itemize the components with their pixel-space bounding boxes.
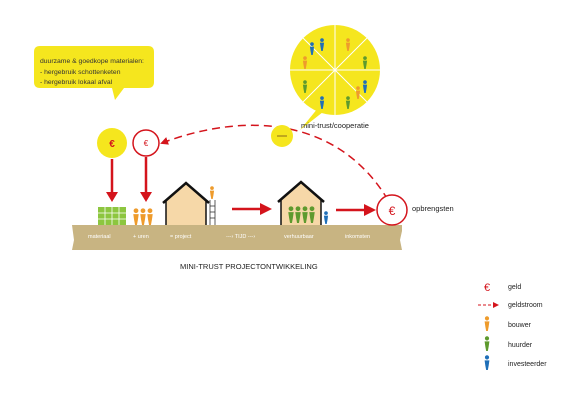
cooperatie-speech-bubble — [290, 25, 380, 130]
legend: € geld geldstroom bouwer huurder investe… — [478, 282, 547, 370]
cooperatie-label: mini-trust/cooperatie — [301, 121, 369, 130]
bouwer-icon — [133, 208, 139, 225]
label-materiaal: materiaal — [88, 234, 111, 240]
legend-item-bouwer: bouwer — [484, 316, 532, 331]
huurder-icon — [295, 206, 301, 223]
cooperatie-member-icon — [345, 38, 351, 51]
cooperatie-member-icon — [302, 80, 308, 93]
bubble-line-1: duurzame & goedkope materialen: — [40, 58, 144, 65]
huurder-icon — [484, 336, 490, 351]
investeerders-group — [323, 211, 329, 224]
legend-label-geld: geld — [508, 284, 521, 291]
cooperatie-member-icon — [355, 86, 361, 99]
legend-label-bouwer: bouwer — [508, 322, 532, 329]
solar-panels-icon — [98, 207, 126, 225]
legend-label-huurder: huurder — [508, 342, 533, 349]
label-inkomsten: inkomsten — [345, 234, 370, 240]
cooperatie-member-icon — [302, 56, 308, 69]
cooperatie-member-icon — [319, 38, 325, 51]
legend-item-huurder: huurder — [484, 336, 533, 351]
arrow-head-icon — [493, 302, 499, 308]
cooperatie-member-icon — [345, 96, 351, 109]
euro-symbol-icon: € — [484, 282, 490, 294]
legend-item-geldstroom: geldstroom — [478, 302, 543, 309]
cooperatie-member-icon — [319, 96, 325, 109]
investeerder-icon — [323, 211, 329, 224]
bubble-line-2: - hergebruik schottenketen — [40, 69, 121, 76]
legend-item-investeerder: investeerder — [484, 355, 547, 370]
diagram-caption: MINI-TRUST PROJECTONTWIKKELING — [180, 262, 318, 271]
bouwer-icon — [209, 186, 215, 199]
legend-label-investeerder: investeerder — [508, 361, 547, 368]
label-uren: + uren — [133, 234, 149, 240]
bubble-line-3: - hergebruik lokaal afval — [40, 79, 113, 86]
cooperatie-member-icon — [362, 80, 368, 93]
bouwer-icon — [484, 316, 490, 331]
pie-divider-lines — [290, 25, 380, 115]
cooperatie-member-icon — [309, 42, 315, 55]
label-verhuurbaar: verhuurbaar — [284, 234, 314, 240]
euro-symbol-icon: € — [144, 139, 149, 148]
huurder-icon — [288, 206, 294, 223]
ground-labels: materiaal + uren = project ---› TIJD ---… — [88, 234, 370, 240]
cooperatie-member-icon — [362, 56, 368, 69]
bouwer-icon — [147, 208, 153, 225]
arrow-head-icon — [106, 192, 118, 202]
arrow-head-icon — [364, 204, 376, 216]
ground-strip — [72, 225, 402, 250]
opbrengsten-label: opbrengsten — [412, 204, 454, 213]
huurder-icon — [309, 206, 315, 223]
yellow-euro-coin: € — [97, 128, 127, 158]
arrow-head-icon — [140, 192, 152, 202]
arrow-head-icon — [260, 203, 272, 215]
legend-item-geld: € geld — [484, 282, 521, 294]
bouwers-group — [133, 208, 153, 225]
house-project-icon — [162, 181, 216, 225]
huurders-in-house — [288, 206, 315, 223]
label-project: = project — [170, 234, 192, 240]
red-euro-coin: € — [132, 129, 160, 157]
cooperatie-members — [302, 38, 368, 109]
investeerder-icon — [484, 355, 490, 370]
label-tijd: ---› TIJD ---› — [226, 234, 255, 240]
euro-symbol-icon: € — [389, 204, 396, 218]
euro-symbol-icon: € — [109, 139, 115, 150]
bouwer-on-ladder — [209, 186, 215, 199]
bouwer-icon — [140, 208, 146, 225]
house-verhuurbaar-icon — [277, 180, 325, 225]
opbrengsten-coin: € — [376, 194, 408, 226]
legend-label-geldstroom: geldstroom — [508, 302, 543, 309]
huurder-icon — [302, 206, 308, 223]
cooperatie-coin — [271, 125, 293, 147]
materials-speech-bubble: duurzame & goedkope materialen: - hergeb… — [34, 46, 154, 100]
